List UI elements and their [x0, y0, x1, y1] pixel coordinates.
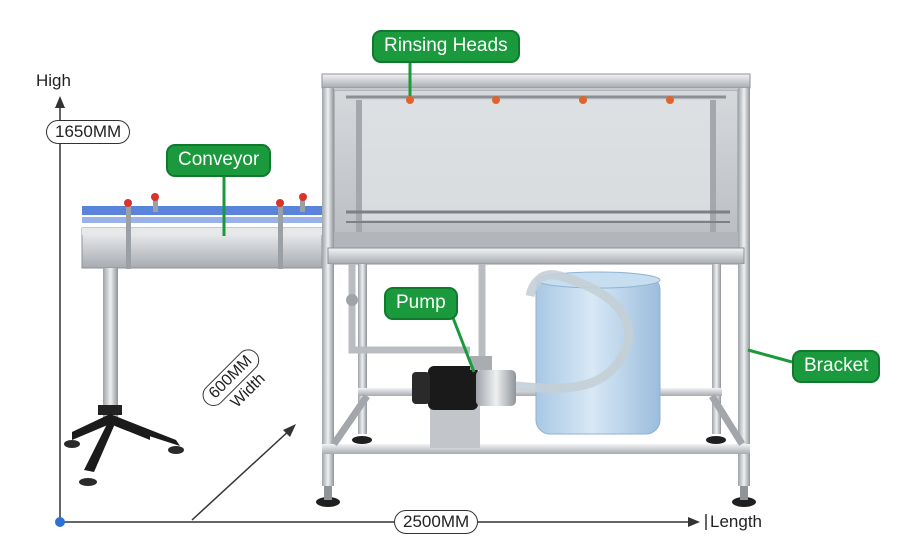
height-dimension-value: 1650MM [46, 120, 131, 144]
guide-rail-adjusters [124, 193, 307, 269]
pump-callout: Pump [384, 287, 458, 320]
axis-origin-dot [55, 517, 65, 527]
rinsing-cabinet [321, 73, 751, 265]
length-axis-line [60, 514, 707, 530]
rinsing-heads-callout: Rinsing Heads [372, 30, 520, 63]
bracket-callout: Bracket [792, 350, 881, 383]
pump [412, 356, 516, 410]
length-axis-label: Length [710, 512, 762, 531]
height-axis-line [55, 96, 65, 522]
pump-leader [448, 309, 476, 373]
piping [346, 264, 634, 393]
rinsing-nozzles [406, 96, 674, 104]
conveyor-callout: Conveyor [166, 144, 272, 177]
width-axis-line [191, 424, 296, 521]
length-dimension-value: 2500MM [394, 510, 479, 534]
height-axis-label: High [36, 71, 71, 90]
conveyor-unit [64, 193, 328, 486]
bracket-leader [747, 348, 793, 364]
